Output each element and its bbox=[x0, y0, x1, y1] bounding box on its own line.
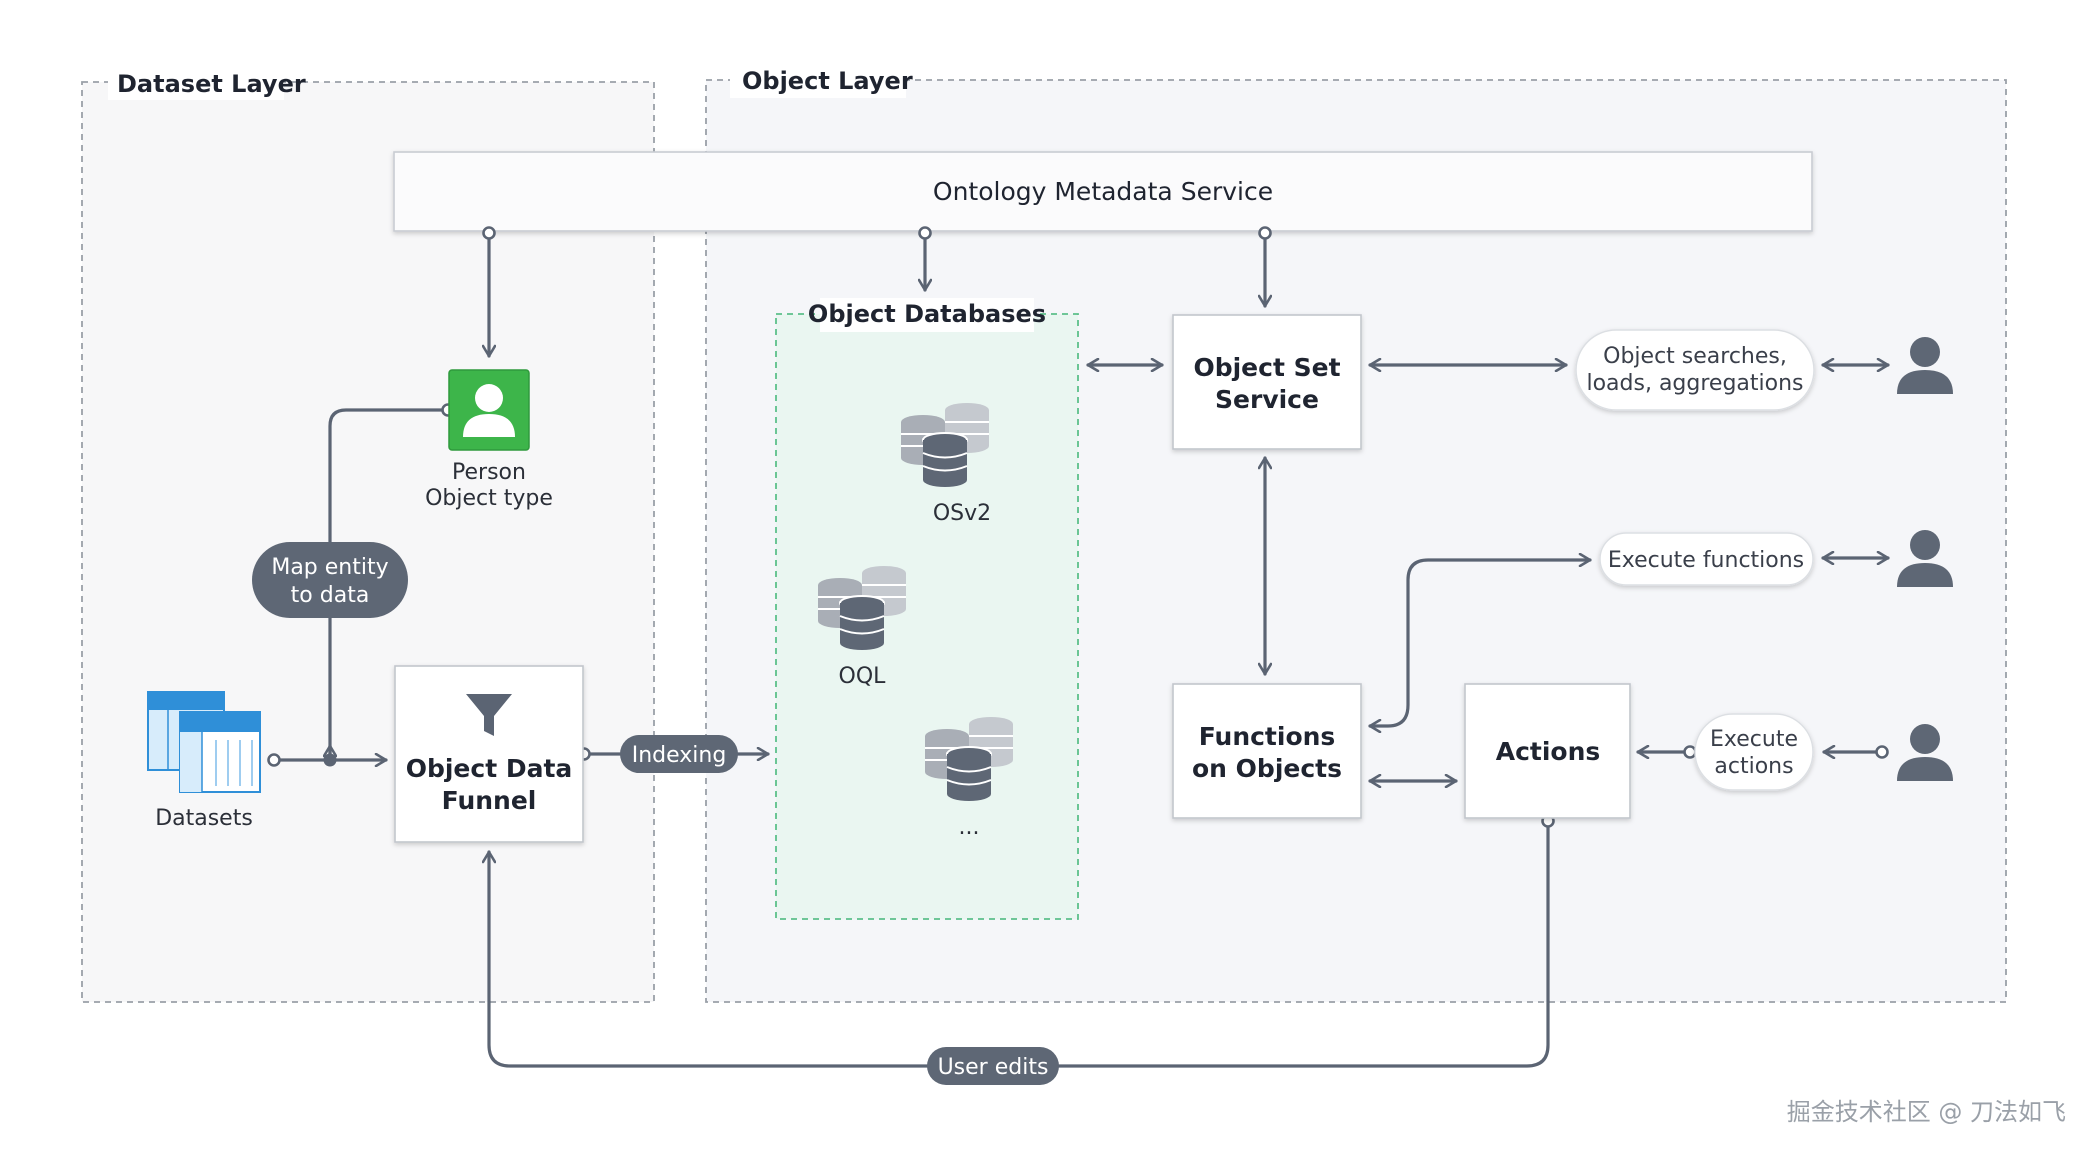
db-osv2-label: OSv2 bbox=[933, 501, 991, 526]
oms-port-right bbox=[1258, 226, 1272, 240]
person-label-line2: Object type bbox=[425, 486, 553, 511]
indexing-label: Indexing bbox=[632, 743, 727, 768]
functions-title-line1: Functions bbox=[1199, 722, 1336, 751]
execute-functions-bubble[interactable]: Execute functions bbox=[1599, 532, 1814, 586]
watermark: 掘金技术社区 @ 刀法如飞 bbox=[1787, 1098, 2066, 1126]
database-stack-icon bbox=[925, 717, 1013, 801]
map-entity-line2: to data bbox=[291, 583, 370, 608]
user-edits-label: User edits bbox=[938, 1055, 1049, 1080]
execute-functions-label: Execute functions bbox=[1608, 548, 1804, 573]
searches-line2: loads, aggregations bbox=[1586, 371, 1803, 396]
funnel-title-line1: Object Data bbox=[406, 754, 573, 783]
dataset-layer-title: Dataset Layer bbox=[117, 70, 306, 98]
user-icon bbox=[1897, 530, 1953, 587]
object-data-funnel-box[interactable]: Object Data Funnel bbox=[394, 665, 584, 843]
ontology-metadata-service-label: Ontology Metadata Service bbox=[933, 177, 1273, 206]
actions-box[interactable]: Actions bbox=[1464, 683, 1631, 819]
searches-bubble[interactable]: Object searches, loads, aggregations bbox=[1575, 329, 1815, 411]
object-set-title-line2: Service bbox=[1215, 385, 1319, 414]
map-entity-line1: Map entity bbox=[271, 555, 388, 580]
execute-actions-bubble[interactable]: Execute actions bbox=[1694, 713, 1814, 791]
execute-actions-line1: Execute bbox=[1710, 727, 1798, 752]
database-stack-icon bbox=[818, 566, 906, 650]
dataset-table-icon bbox=[147, 691, 261, 793]
db-more-node[interactable]: ... bbox=[925, 717, 1013, 840]
ontology-metadata-service-box[interactable]: Ontology Metadata Service bbox=[393, 151, 1813, 232]
oms-port-mid bbox=[918, 226, 932, 240]
object-set-service-box[interactable]: Object Set Service bbox=[1172, 314, 1362, 450]
execute-actions-line2: actions bbox=[1714, 754, 1793, 779]
funnel-title-line2: Funnel bbox=[442, 786, 537, 815]
datasets-node[interactable]: Datasets bbox=[147, 691, 261, 831]
db-osv2-node[interactable]: OSv2 bbox=[901, 403, 991, 526]
datasets-label: Datasets bbox=[155, 806, 253, 831]
searches-line1: Object searches, bbox=[1603, 344, 1787, 369]
functions-on-objects-box[interactable]: Functions on Objects bbox=[1172, 683, 1362, 819]
user-edits-pill: User edits bbox=[927, 1047, 1059, 1085]
person-label-line1: Person bbox=[452, 460, 526, 485]
database-stack-icon bbox=[901, 403, 989, 487]
person-to-map-connector bbox=[328, 408, 444, 757]
funnel-icon bbox=[466, 694, 512, 736]
object-layer-title: Object Layer bbox=[742, 67, 913, 95]
user-icon bbox=[1897, 724, 1953, 781]
db-oql-label: OQL bbox=[839, 664, 887, 689]
db-oql-node[interactable]: OQL bbox=[818, 566, 906, 689]
junction-dot bbox=[323, 753, 337, 767]
functions-title-line2: on Objects bbox=[1192, 754, 1342, 783]
execute-functions-connector bbox=[1368, 560, 1592, 726]
oms-port-left bbox=[482, 226, 496, 240]
user-icon bbox=[1897, 337, 1953, 394]
map-entity-pill: Map entity to data bbox=[252, 542, 408, 618]
actions-title: Actions bbox=[1496, 737, 1601, 766]
datasets-port bbox=[267, 753, 281, 767]
object-set-title-line1: Object Set bbox=[1193, 353, 1340, 382]
connectors bbox=[267, 226, 1890, 1068]
execute-actions-port bbox=[1683, 745, 1697, 759]
person-object-type-node[interactable]: Person Object type bbox=[425, 369, 553, 511]
object-databases-title: Object Databases bbox=[808, 300, 1046, 328]
db-more-label: ... bbox=[959, 815, 980, 840]
indexing-pill: Indexing bbox=[620, 735, 738, 773]
user-actions-port bbox=[1875, 745, 1889, 759]
